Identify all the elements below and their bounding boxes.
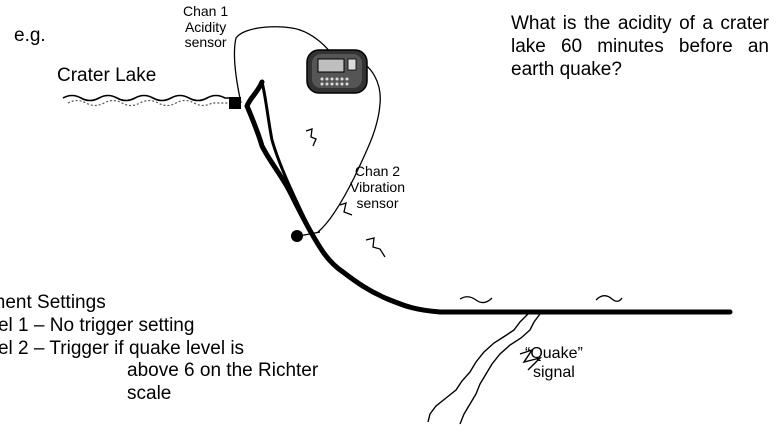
vibration-sensor-dot <box>291 230 303 242</box>
channel-2-line-3: sensor <box>356 195 399 212</box>
settings-channel-2-cont: above 6 on the Richter <box>127 360 319 382</box>
crater-lake-label: Crater Lake <box>57 65 157 86</box>
quake-signal-arrow <box>519 348 543 371</box>
data-logger-device <box>306 49 368 94</box>
settings-channel-1: Channel 1 – No trigger setting <box>0 314 195 336</box>
settings-channel-2: Channel 2 – Trigger if quake level is <box>0 337 245 359</box>
quake-fault-line-2 <box>459 313 541 425</box>
crack-mark-2 <box>339 202 353 216</box>
settings-channel-2-end: scale <box>127 383 172 405</box>
acidity-sensor-cable <box>233 26 331 104</box>
quake-signal-line-1: “Quake” <box>525 345 583 362</box>
channel-2-line-2: Vibration <box>350 179 406 196</box>
channel-2-line-1: Chan 2 <box>354 163 401 179</box>
channel-2-label: Chan 2 Vibration sensor <box>350 163 405 211</box>
quake-signal-label: “Quake” signal <box>525 345 583 383</box>
channel-1-line-2: Acidity <box>184 18 227 35</box>
channel-1-line-3: sensor <box>184 34 227 51</box>
vibration-sensor-cable <box>317 59 381 233</box>
channel-1-label: Chan 1 Acidity sensor <box>183 3 229 51</box>
quake-signal-line-2: signal <box>532 363 575 381</box>
example-label: e.g. <box>14 25 46 46</box>
acidity-sensor-box <box>229 97 241 109</box>
crack-mark-3 <box>365 237 386 258</box>
mountain-slope <box>244 79 733 315</box>
lake-water-line <box>62 94 236 102</box>
instrument-settings: Instrument Settings Channel 1 – No trigg… <box>0 292 318 406</box>
question-text: What is the acidity of a crater lake 60 … <box>511 13 769 80</box>
channel-1-line-1: Chan 1 <box>183 3 229 19</box>
lake-water-line-dotted <box>67 99 234 107</box>
settings-title: Instrument Settings <box>0 292 106 313</box>
quake-fault-line <box>427 313 529 423</box>
mountain-slope-inner <box>260 80 314 236</box>
crack-mark-4 <box>459 296 493 304</box>
crack-mark-1 <box>305 128 317 147</box>
crack-mark-5 <box>595 295 623 302</box>
